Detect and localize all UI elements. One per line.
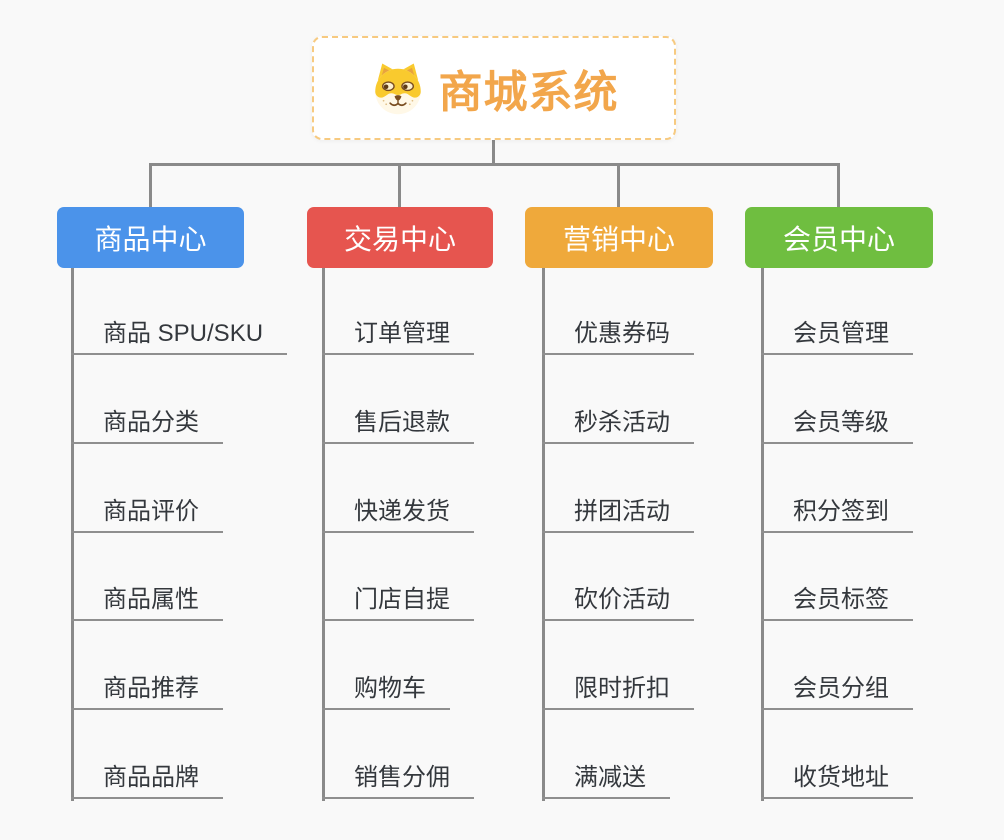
branch-label: 商品中心 (94, 223, 207, 255)
leaf-node[interactable]: 拼团活动 (542, 487, 694, 533)
branch-connector-drop (617, 165, 620, 207)
branch-label: 交易中心 (343, 223, 456, 255)
leaf-node[interactable]: 收货地址 (761, 753, 913, 799)
leaf-node[interactable]: 会员分组 (761, 664, 913, 710)
leaf-node[interactable]: 购物车 (322, 664, 450, 710)
leaf-node[interactable]: 秒杀活动 (542, 398, 694, 444)
leaf-node[interactable]: 会员管理 (761, 309, 913, 355)
leaf-node[interactable]: 会员等级 (761, 398, 913, 444)
leaf-node[interactable]: 限时折扣 (542, 664, 694, 710)
leaf-node[interactable]: 售后退款 (322, 398, 474, 444)
trunk-line-trade (322, 268, 325, 801)
leaf-node[interactable]: 商品分类 (71, 398, 223, 444)
leaf-node[interactable]: 满减送 (542, 753, 670, 799)
leaf-node[interactable]: 商品属性 (71, 575, 223, 621)
leaf-node[interactable]: 优惠券码 (542, 309, 694, 355)
leaf-node[interactable]: 商品推荐 (71, 664, 223, 710)
leaf-node[interactable]: 商品品牌 (71, 753, 223, 799)
root-node[interactable]: 商城系统 (312, 36, 676, 140)
trunk-line-product (71, 268, 74, 801)
leaf-node[interactable]: 商品评价 (71, 487, 223, 533)
leaf-node[interactable]: 商品 SPU/SKU (71, 309, 288, 355)
root-connector-stub (492, 139, 495, 166)
branch-node-member-center[interactable]: 会员中心 (745, 207, 933, 268)
branch-node-product-center[interactable]: 商品中心 (57, 207, 244, 268)
leaf-node[interactable]: 门店自提 (322, 575, 474, 621)
branch-node-marketing-center[interactable]: 营销中心 (525, 207, 713, 268)
root-title: 商城系统 (438, 68, 619, 117)
trunk-line-marketing (542, 268, 545, 801)
branch-label: 会员中心 (782, 223, 895, 255)
leaf-node[interactable]: 订单管理 (322, 309, 474, 355)
leaf-node[interactable]: 快递发货 (322, 487, 474, 533)
doge-icon (374, 63, 421, 115)
leaf-node[interactable]: 积分签到 (761, 487, 913, 533)
branch-connector-drop (149, 165, 152, 207)
branch-node-trade-center[interactable]: 交易中心 (307, 207, 493, 268)
leaf-node[interactable]: 砍价活动 (542, 575, 694, 621)
branch-connector-drop (837, 165, 840, 207)
branch-connector-bar (149, 163, 840, 166)
trunk-line-member (761, 268, 764, 801)
leaf-node[interactable]: 会员标签 (761, 575, 913, 621)
branch-connector-drop (398, 165, 401, 207)
leaf-node[interactable]: 销售分佣 (322, 753, 474, 799)
branch-label: 营销中心 (562, 223, 675, 255)
